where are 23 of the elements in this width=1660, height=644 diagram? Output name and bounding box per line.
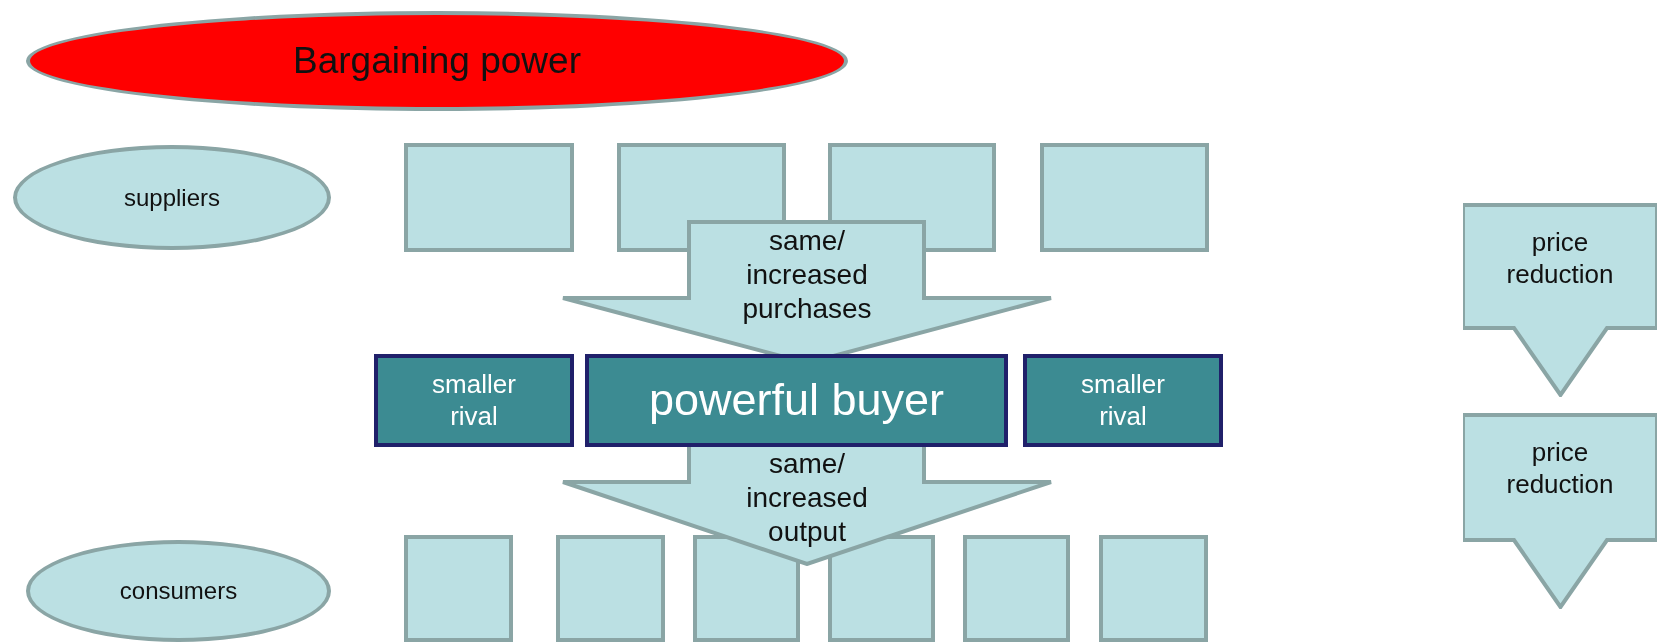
arrow-text: price reduction bbox=[1505, 437, 1615, 501]
empty-box bbox=[963, 535, 1070, 642]
empty-box bbox=[404, 535, 513, 642]
block-arrow bbox=[1463, 203, 1657, 397]
node-text: smaller rival bbox=[431, 368, 517, 433]
node-text: consumers bbox=[119, 576, 238, 606]
process-box bbox=[1023, 354, 1223, 447]
node-text: Bargaining power bbox=[293, 39, 581, 84]
block-arrow bbox=[561, 220, 1053, 354]
empty-box bbox=[1099, 535, 1208, 642]
block-arrow bbox=[1463, 413, 1657, 609]
empty-box bbox=[1040, 143, 1209, 252]
node-text: smaller rival bbox=[1080, 368, 1166, 433]
empty-box bbox=[556, 535, 665, 642]
arrow-text: price reduction bbox=[1505, 227, 1615, 291]
arrow-text: same/ increased output bbox=[745, 447, 869, 550]
node-text: suppliers bbox=[123, 182, 220, 213]
block-arrow bbox=[561, 447, 1053, 566]
empty-box bbox=[404, 143, 574, 252]
node-text: powerful buyer bbox=[648, 373, 945, 428]
process-box bbox=[585, 354, 1008, 447]
arrow-text: same/ increased purchases bbox=[741, 224, 873, 327]
process-box bbox=[374, 354, 574, 447]
